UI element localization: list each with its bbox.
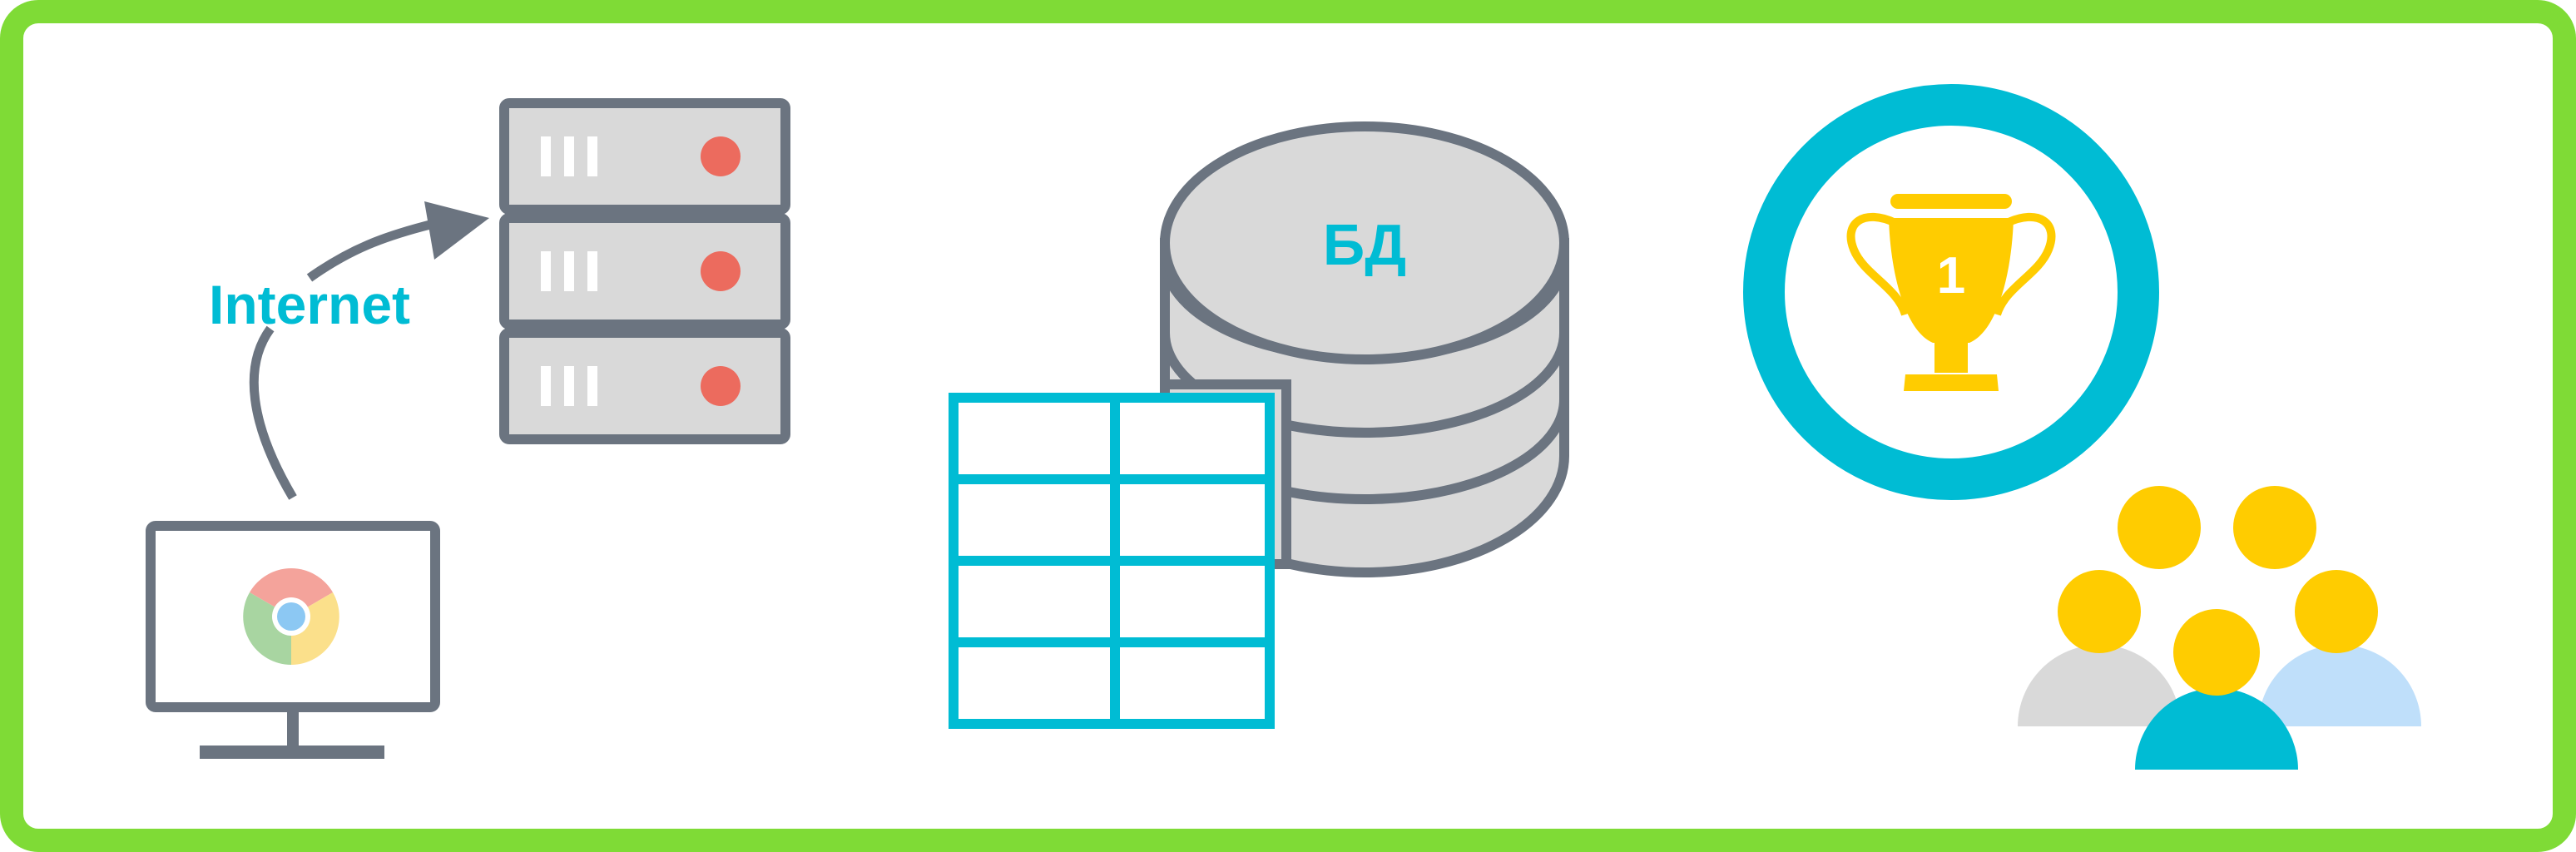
trophy-badge: 1 [1743, 84, 2159, 500]
internet-label: Internet [209, 274, 410, 335]
trophy-icon: 1 [1846, 194, 2056, 391]
trophy-place: 1 [1937, 247, 1965, 305]
server-icon [499, 98, 790, 444]
people-icon [2018, 486, 2421, 770]
table-icon [949, 379, 1291, 729]
server-unit [499, 213, 790, 329]
arrow-icon [249, 201, 489, 500]
db-label: БД [1323, 212, 1406, 277]
server-unit [499, 98, 790, 215]
server-unit [499, 328, 790, 444]
chrome-icon [243, 568, 339, 665]
